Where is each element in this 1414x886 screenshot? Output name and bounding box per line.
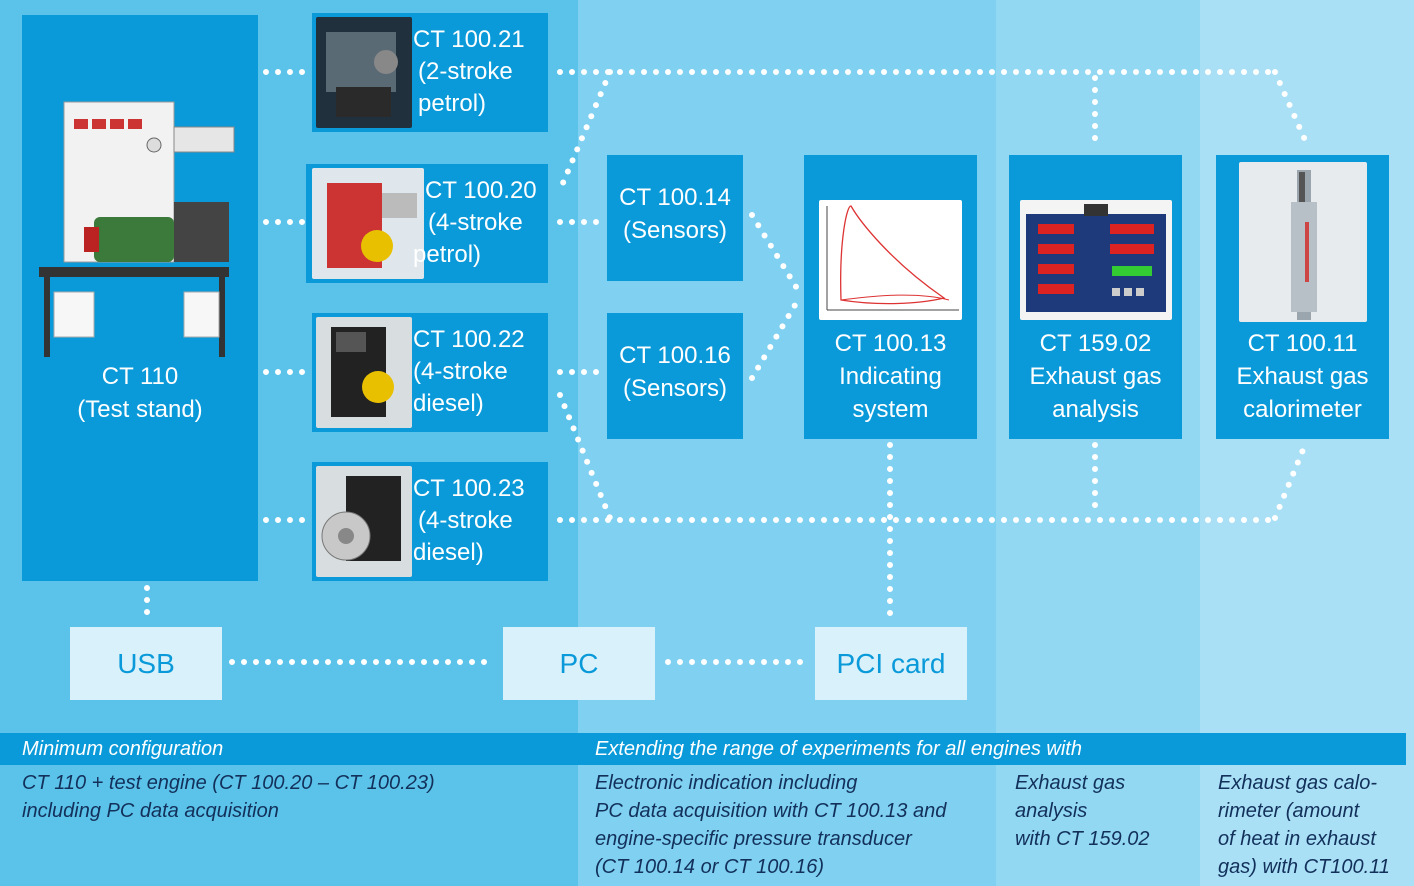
module-exhaust-analysis-box: CT 159.02 Exhaust gas analysis <box>1009 155 1182 439</box>
module-line3: system <box>852 396 929 423</box>
test-stand-image <box>34 97 254 362</box>
engine-name: CT 100.22 <box>413 326 525 353</box>
engine-type: (4-stroke <box>413 358 508 385</box>
desc-line: (CT 100.14 or CT 100.16) <box>595 856 824 878</box>
desc-line: including PC data acquisition <box>22 800 279 822</box>
module-name: CT 100.13 <box>834 330 947 357</box>
module-name: CT 159.02 <box>1039 330 1152 357</box>
module-line3: calorimeter <box>1243 396 1362 423</box>
engine-type: (4-stroke <box>428 209 523 236</box>
engine-fuel: petrol) <box>418 90 487 117</box>
desc-indication: Electronic indication including PC data … <box>595 769 946 881</box>
engine-name: CT 100.20 <box>425 177 537 204</box>
engine-name: CT 100.23 <box>413 475 525 502</box>
test-stand-name: CT 110 <box>101 363 179 390</box>
desc-line: rimeter (amount <box>1218 800 1360 822</box>
engine-ct100-21-box: CT 100.21 (2-stroke petrol) <box>312 13 548 132</box>
sensor-name: CT 100.14 <box>619 184 731 211</box>
engine-image <box>316 317 412 428</box>
desc-minimum: CT 110 + test engine (CT 100.20 – CT 100… <box>22 769 435 825</box>
sensor-ct100-14-box: CT 100.14 (Sensors) <box>607 155 743 281</box>
engine-image <box>316 466 412 577</box>
sensor-ct100-16-box: CT 100.16 (Sensors) <box>607 313 743 439</box>
module-calorimeter-box: CT 100.11 Exhaust gas calorimeter <box>1216 155 1389 439</box>
desc-line: CT 110 + test engine (CT 100.20 – CT 100… <box>22 772 435 794</box>
module-line2: Exhaust gas <box>1236 363 1369 390</box>
band-right-text: Extending the range of experiments for a… <box>595 738 1082 760</box>
engine-image <box>312 168 424 279</box>
module-line2: Indicating <box>839 363 942 390</box>
desc-line: with CT 159.02 <box>1015 828 1150 850</box>
sensor-desc: (Sensors) <box>622 217 728 244</box>
pc-box: PC <box>503 627 655 700</box>
desc-line: PC data acquisition with CT 100.13 and <box>595 800 947 822</box>
engine-type: (2-stroke <box>418 58 513 85</box>
desc-line: engine-specific pressure transducer <box>595 828 912 850</box>
module-name: CT 100.11 <box>1247 330 1358 357</box>
analyzer-image <box>1020 200 1172 320</box>
desc-line: of heat in exhaust <box>1218 828 1376 850</box>
engine-ct100-22-box: CT 100.22 (4-stroke diesel) <box>312 313 548 432</box>
engine-type: (4-stroke <box>418 507 513 534</box>
test-stand-desc: (Test stand) <box>77 396 203 423</box>
engine-fuel: diesel) <box>413 390 484 417</box>
engine-ct100-20-box: CT 100.20 (4-stroke petrol) <box>306 164 548 283</box>
desc-exhaust-analysis: Exhaust gas analysis with CT 159.02 <box>1015 769 1150 853</box>
engine-fuel: petrol) <box>413 241 482 268</box>
desc-calorimeter: Exhaust gas calo- rimeter (amount of hea… <box>1218 769 1390 881</box>
desc-line: analysis <box>1015 800 1088 822</box>
pv-diagram-image <box>819 200 962 320</box>
desc-line: Exhaust gas <box>1015 772 1126 794</box>
desc-line: gas) with CT100.11 <box>1218 856 1390 878</box>
sensor-name: CT 100.16 <box>619 342 731 369</box>
module-line2: Exhaust gas <box>1029 363 1162 390</box>
usb-box: USB <box>70 627 222 700</box>
sensor-desc: (Sensors) <box>622 375 728 402</box>
desc-line: Electronic indication including <box>595 772 858 794</box>
engine-fuel: diesel) <box>413 539 484 566</box>
module-line3: analysis <box>1052 396 1139 423</box>
caption-band <box>0 733 1406 765</box>
engine-ct100-23-box: CT 100.23 (4-stroke diesel) <box>312 462 548 581</box>
test-stand-illustration <box>39 101 235 357</box>
engine-name: CT 100.21 <box>413 26 525 53</box>
module-indicating-box: CT 100.13 Indicating system <box>804 155 977 439</box>
test-stand-box: CT 110 (Test stand) <box>22 15 258 581</box>
calorimeter-image <box>1239 162 1367 322</box>
band-left-text: Minimum configuration <box>22 738 224 760</box>
desc-line: Exhaust gas calo- <box>1218 772 1377 794</box>
pci-card-box: PCI card <box>815 627 967 700</box>
engine-image <box>316 17 412 128</box>
